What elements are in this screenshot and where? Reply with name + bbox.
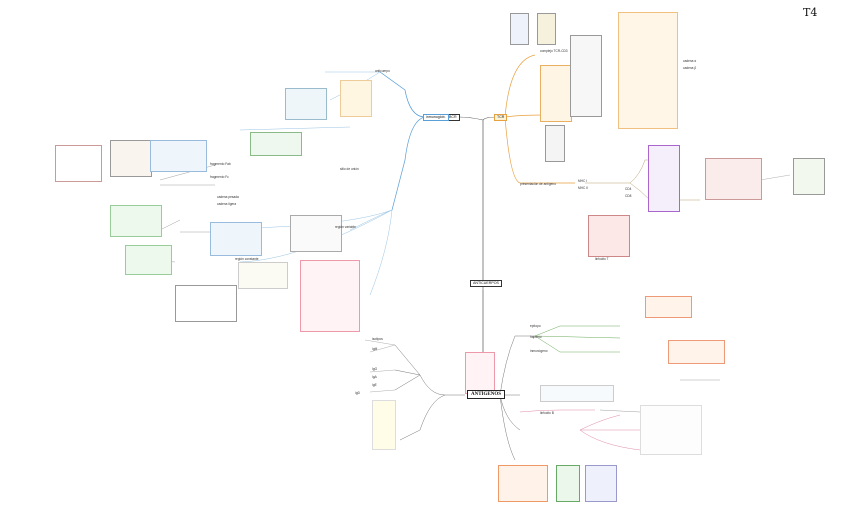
label-a21: CD8 [625,194,632,198]
center-ab-panel [210,222,262,256]
upper-node: ANTICUERPOS [470,280,502,287]
right-ab-group [640,405,702,455]
left-hex-panel [55,145,102,182]
label-a19: MHC II [578,186,588,190]
label-a13: IgE [372,383,377,387]
label-a25: complejo TCR-CD3 [540,49,568,53]
tcr-panel-big [618,12,678,129]
left-green-panel [110,205,162,237]
branch-left [149,164,216,263]
label-a7: región variable [335,225,356,229]
page-number: T4 [803,6,818,19]
label-a1: anticuerpo [375,69,390,73]
lower-center-box [465,352,495,394]
label-a3: fragmento Fab [210,162,231,166]
label-a9: isotipos [372,337,383,341]
center-iso-panel [300,260,360,332]
tcr-panel-right [570,35,602,117]
left-cells-panel [110,140,152,177]
lower-table [498,465,548,502]
right-icons-row [540,385,614,402]
tcr-interaction [705,158,762,200]
label-a17: inmunógeno [530,349,548,353]
left-bottom-panel [175,285,237,322]
branch-lower-left [394,344,465,441]
branch-green [534,325,621,353]
label-a2: sitio de unión [340,167,359,171]
tcr-panel-orange [540,65,572,122]
branch-tcr-far [759,174,791,181]
tcr-cells-panel [648,145,680,212]
label-a14: IgD [355,391,360,395]
branch-blue-2 [239,209,393,296]
tcr-complex-box [588,215,630,257]
center-ab-panel-2 [290,215,342,252]
branch-lower-right [499,335,535,461]
tcr-box-1 [510,13,529,45]
label-a11: IgG [372,367,378,371]
label-a24: presentación de antígeno [520,182,556,186]
label-a16: hapteno [530,335,542,339]
left-green-panel-2 [125,245,172,275]
label-a23: linfocito B [540,411,554,415]
tcr-far-panel [793,158,825,195]
label-a8: región constante [235,257,259,261]
bcr-panel-1 [285,88,327,120]
branch-pink [519,409,641,451]
label-a15: epítopo [530,324,541,328]
label-a5: cadena pesada [217,195,239,199]
connector-bcr [457,116,484,121]
center-sheep [238,262,288,289]
left-ab-panel [150,140,207,172]
right-table-1 [645,296,692,318]
label-a22: linfocito T [595,257,609,261]
label-a27: cadena β [683,66,697,70]
inmuno-node: inmunoglob. [423,114,449,121]
label-a10: IgM [372,347,378,351]
right-table-2 [668,340,725,364]
ab-panel-green [250,132,302,156]
tcr-node: TCR [494,114,508,121]
label-a26: cadena α [683,59,697,63]
lower-right-ab [585,465,617,502]
lower-green-ab [556,465,580,502]
tcr-diagram-bottom [545,125,565,162]
bcr-panel-2 [340,80,372,117]
tcr-box-2 [537,13,556,45]
branch-blue [379,71,445,211]
label-a18: MHC I [578,179,588,183]
branch-tcr-right [585,159,700,201]
central-node: ANTÍGENOS [467,390,506,399]
label-a20: CD4 [625,187,632,191]
label-a4: fragmento Fc [210,175,229,179]
label-a12: IgA [372,375,377,379]
label-a6: cadena ligera [217,202,237,206]
branch-lower-left-2 [364,339,396,393]
lower-left-icons [372,400,396,450]
